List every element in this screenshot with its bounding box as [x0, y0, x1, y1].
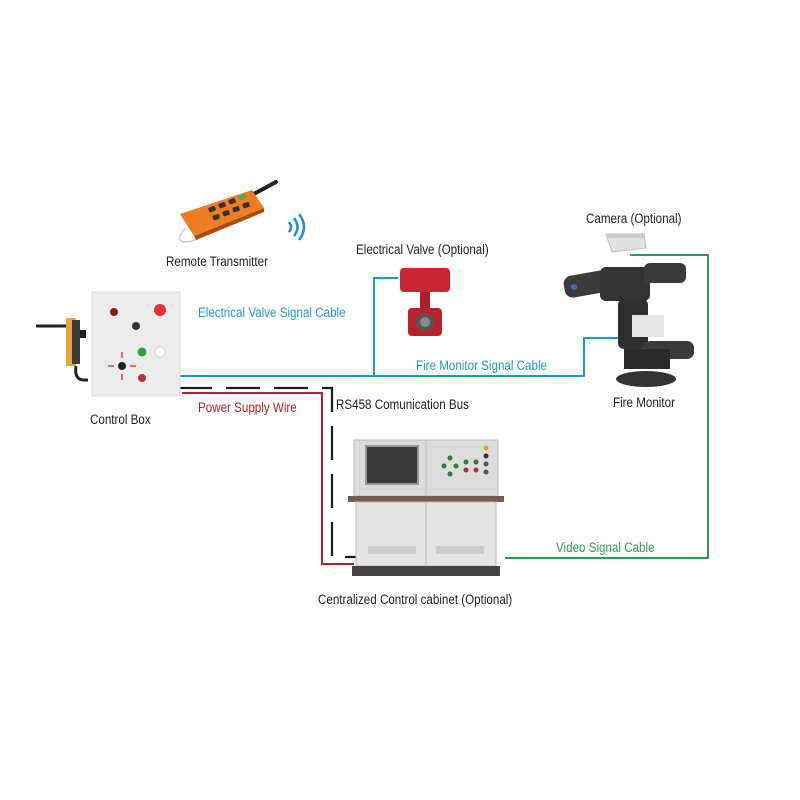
electrical-valve-signal-cable-line: [373, 277, 398, 376]
rs485-bus-line: [178, 386, 356, 559]
camera-label: Camera (Optional): [586, 211, 682, 226]
fire-monitor: [560, 255, 700, 390]
electrical-valve: [396, 264, 460, 344]
fire-monitor-label: Fire Monitor: [613, 395, 675, 410]
camera-icon: [605, 233, 647, 253]
video-signal-cable-line: [505, 254, 709, 559]
remote-transmitter-icon: [178, 180, 278, 243]
power-supply-wire-label: Power Supply Wire: [198, 400, 297, 415]
control-cabinet: [344, 436, 508, 584]
control-box: [36, 290, 181, 400]
electrical-valve-label: Electrical Valve (Optional): [356, 242, 489, 257]
fire-monitor-icon: [563, 263, 694, 387]
control-box-icon: [36, 291, 181, 397]
rs485-bus-label: RS458 Comunication Bus: [336, 397, 469, 412]
power-supply-wire-line: [182, 392, 354, 565]
camera: [604, 230, 648, 256]
control-box-label: Control Box: [90, 412, 151, 427]
control-cabinet-icon: [348, 439, 504, 576]
electrical-valve-signal-cable-label: Electrical Valve Signal Cable: [198, 305, 346, 320]
wireless-signal-icon: [287, 213, 306, 241]
electrical-valve-icon: [400, 268, 450, 336]
fire-monitor-signal-cable-line: [178, 337, 640, 377]
control-cabinet-label: Centralized Control cabinet (Optional): [318, 592, 513, 607]
fire-monitor-signal-cable-label: Fire Monitor Signal Cable: [416, 358, 548, 373]
remote-transmitter: [172, 178, 282, 248]
video-signal-cable-label: Video Signal Cable: [556, 540, 655, 555]
remote-transmitter-label: Remote Transmitter: [166, 254, 268, 269]
